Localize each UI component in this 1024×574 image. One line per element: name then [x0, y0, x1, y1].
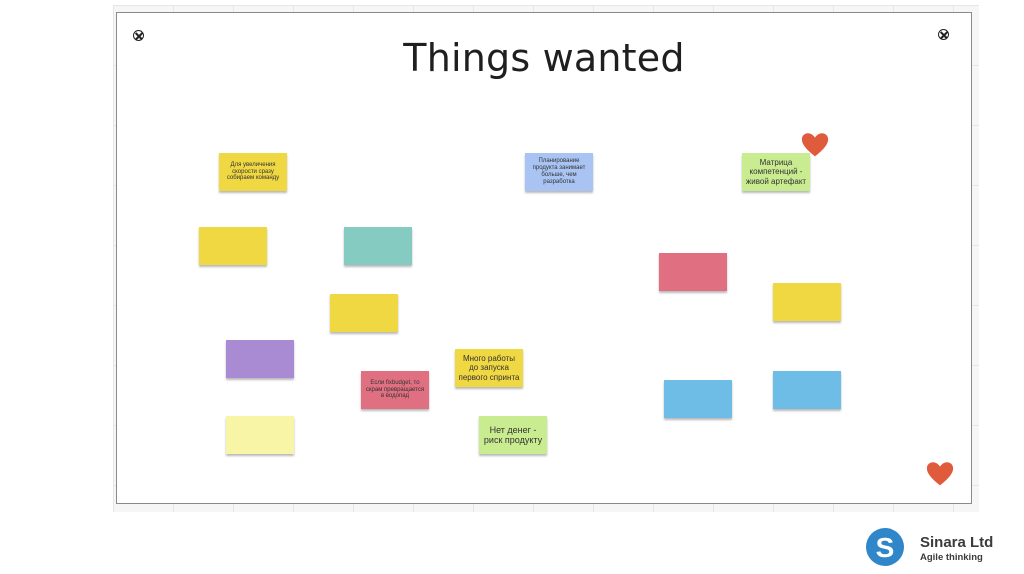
sticky-note-blank[interactable] [226, 340, 294, 378]
sticky-note-blank[interactable] [199, 227, 267, 265]
sticky-note-blank[interactable] [226, 416, 294, 454]
logo-name: Sinara Ltd [920, 534, 994, 551]
sticky-note-blank[interactable] [659, 253, 727, 291]
pin-icon [133, 30, 144, 41]
heart-icon[interactable] [801, 131, 829, 159]
company-logo: S Sinara Ltd Agile thinking [865, 527, 1015, 569]
sticky-note-planning[interactable]: Планирование продукта занимает больше, ч… [525, 153, 593, 191]
heart-icon[interactable] [926, 460, 954, 488]
sticky-note-blank[interactable] [330, 294, 398, 332]
sticky-note-blank[interactable] [773, 283, 841, 321]
sticky-note-blank[interactable] [344, 227, 412, 265]
logo-tagline: Agile thinking [920, 552, 983, 563]
svg-text:S: S [876, 532, 895, 563]
pin-icon [938, 29, 949, 40]
sticky-note-blank[interactable] [664, 380, 732, 418]
board-title: Things wanted [403, 36, 685, 80]
sticky-note-fixbudget[interactable]: Если fixbudget, то скрам превращается в … [361, 371, 429, 409]
sticky-note-increase-speed[interactable]: Для увеличения скорости сразу собираем к… [219, 153, 287, 191]
sticky-note-no-money[interactable]: Нет денег - риск продукту [479, 416, 547, 454]
sinara-logo-icon: S [866, 528, 904, 566]
sticky-note-blank[interactable] [773, 371, 841, 409]
sticky-note-much-work[interactable]: Много работы до запуска первого спринта [455, 349, 523, 387]
sticky-note-matrix[interactable]: Матрица компетенций - живой артефакт [742, 153, 810, 191]
